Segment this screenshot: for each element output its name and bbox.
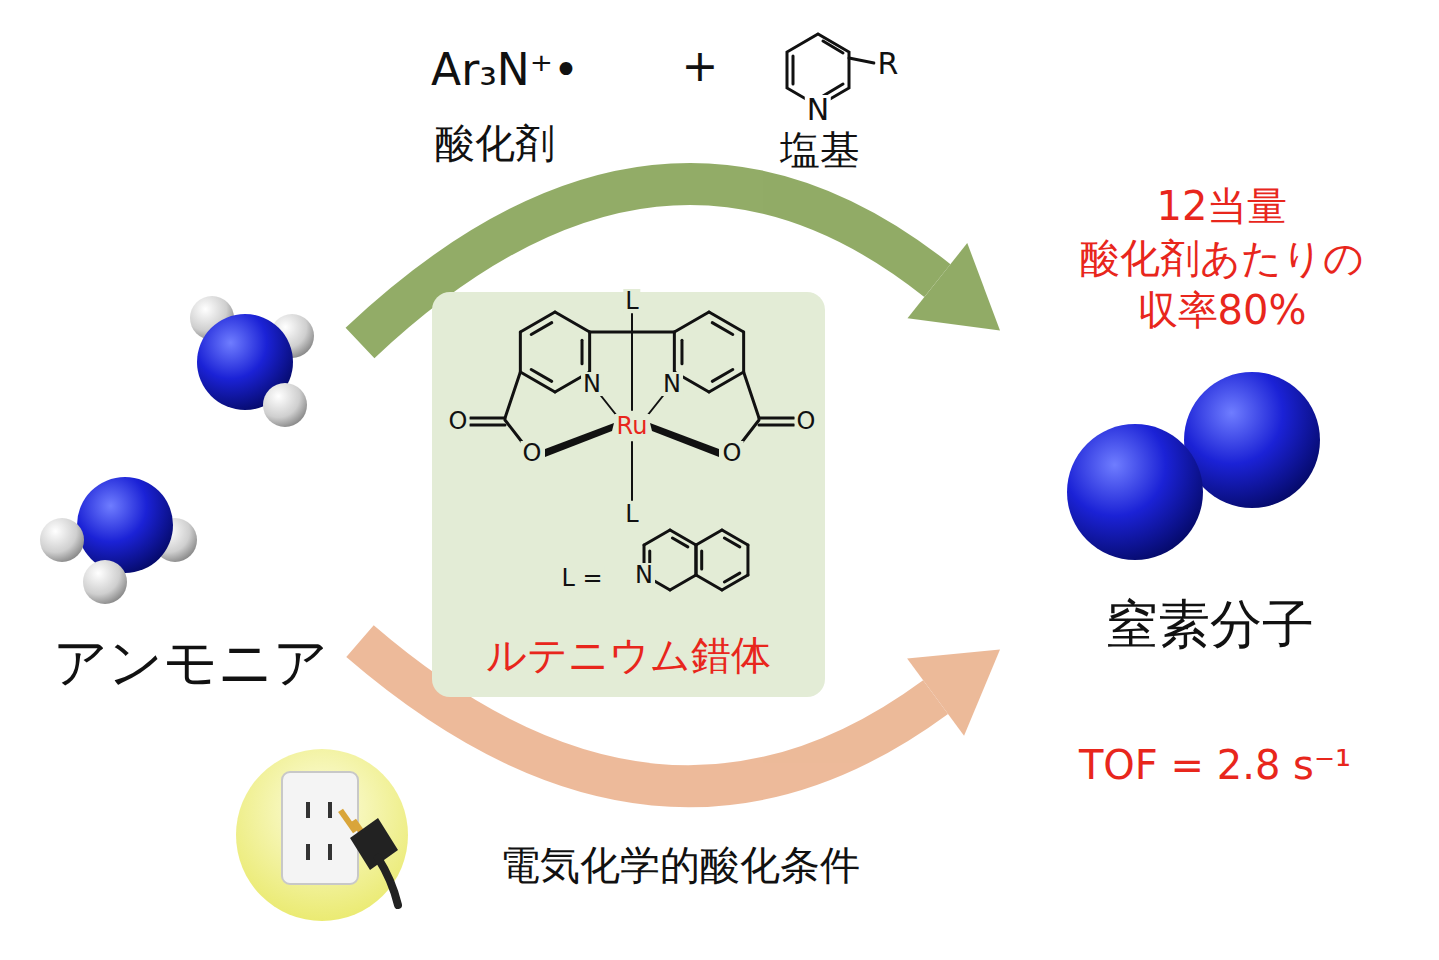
note-text: TOF = 2.8 s⁻¹ [1079,742,1351,788]
node-label: ルテニウム錯体 [432,628,825,683]
note-text: 塩基 [780,127,860,173]
atom-label: N [661,372,683,396]
atom-label: O [521,441,544,465]
catalyst-panel: ルテニウム錯体 [432,292,825,697]
atom-label: L [623,502,640,526]
note-text: 酸化剤 [435,120,555,166]
ammonia-molecule [40,477,197,604]
note-text: 12当量 酸化剤あたりの 収率80% [1072,180,1372,336]
power-outlet-icon [236,749,408,921]
atom-label: Ru [615,414,650,438]
node-label: 窒素分子 [1000,590,1420,660]
atom-label: L = [559,566,604,590]
atom-label: N [805,95,831,125]
ammonia-molecule [190,296,314,427]
nitrogen-molecule [1067,372,1320,560]
atom-label: O [447,409,470,433]
atom-label: L [623,289,640,313]
note-text: + [682,41,719,92]
note-text: 電気化学的酸化条件 [500,842,860,888]
reactant-group: アンモニア [20,280,360,700]
atom-label: R [876,49,901,79]
atom-label: O [795,409,818,433]
atom-label: N [581,372,603,396]
atom-label: O [721,441,744,465]
note-text: Ar₃N⁺• [431,45,579,96]
node-label: アンモニア [20,627,360,700]
atom-label: N [633,563,655,587]
product-group: 窒素分子 [1000,300,1420,680]
